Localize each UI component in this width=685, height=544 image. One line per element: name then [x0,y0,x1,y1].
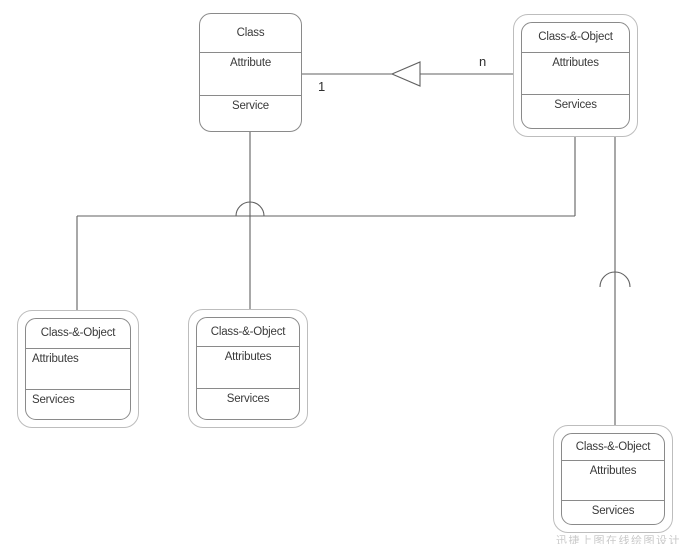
class-object-node-bottom-middle: Class-&-Object Attributes Services [188,309,308,428]
class-node: Class Attribute Service [199,13,302,132]
class-object-services: Services [562,500,664,524]
watermark-text: 迅捷上图在线绘图设计 [556,535,681,544]
class-object-inner: Class-&-Object Attributes Services [561,433,665,525]
class-object-node-bottom-right: Class-&-Object Attributes Services [553,425,673,533]
class-object-node-bottom-left: Class-&-Object Attributes Services [17,310,139,428]
class-object-services: Services [26,389,130,419]
class-object-attributes: Attributes [197,346,299,388]
multiplicity-label-1: 1 [318,79,326,94]
class-object-inner: Class-&-Object Attributes Services [25,318,131,420]
genspec1-semicircle-icon [235,201,265,217]
class-object-title: Class-&-Object [575,440,651,453]
class-object-services: Services [522,94,629,128]
whole-part-triangle-icon [390,61,421,87]
class-object-inner: Class-&-Object Attributes Services [196,317,300,420]
class-node-title: Class [236,26,265,39]
multiplicity-label-n: n [479,54,487,69]
class-object-attributes: Attributes [522,52,629,94]
class-object-services: Services [197,388,299,419]
class-object-title: Class-&-Object [210,325,286,338]
class-node-attributes: Attribute [200,52,301,95]
class-object-node-top-right: Class-&-Object Attributes Services [513,14,638,137]
class-object-attributes: Attributes [26,348,130,389]
class-object-inner: Class-&-Object Attributes Services [521,22,630,129]
class-object-title: Class-&-Object [40,327,116,339]
class-node-services: Service [200,95,301,131]
genspec2-semicircle-icon [599,271,631,288]
class-object-title: Class-&-Object [538,31,613,43]
class-object-attributes: Attributes [562,460,664,500]
